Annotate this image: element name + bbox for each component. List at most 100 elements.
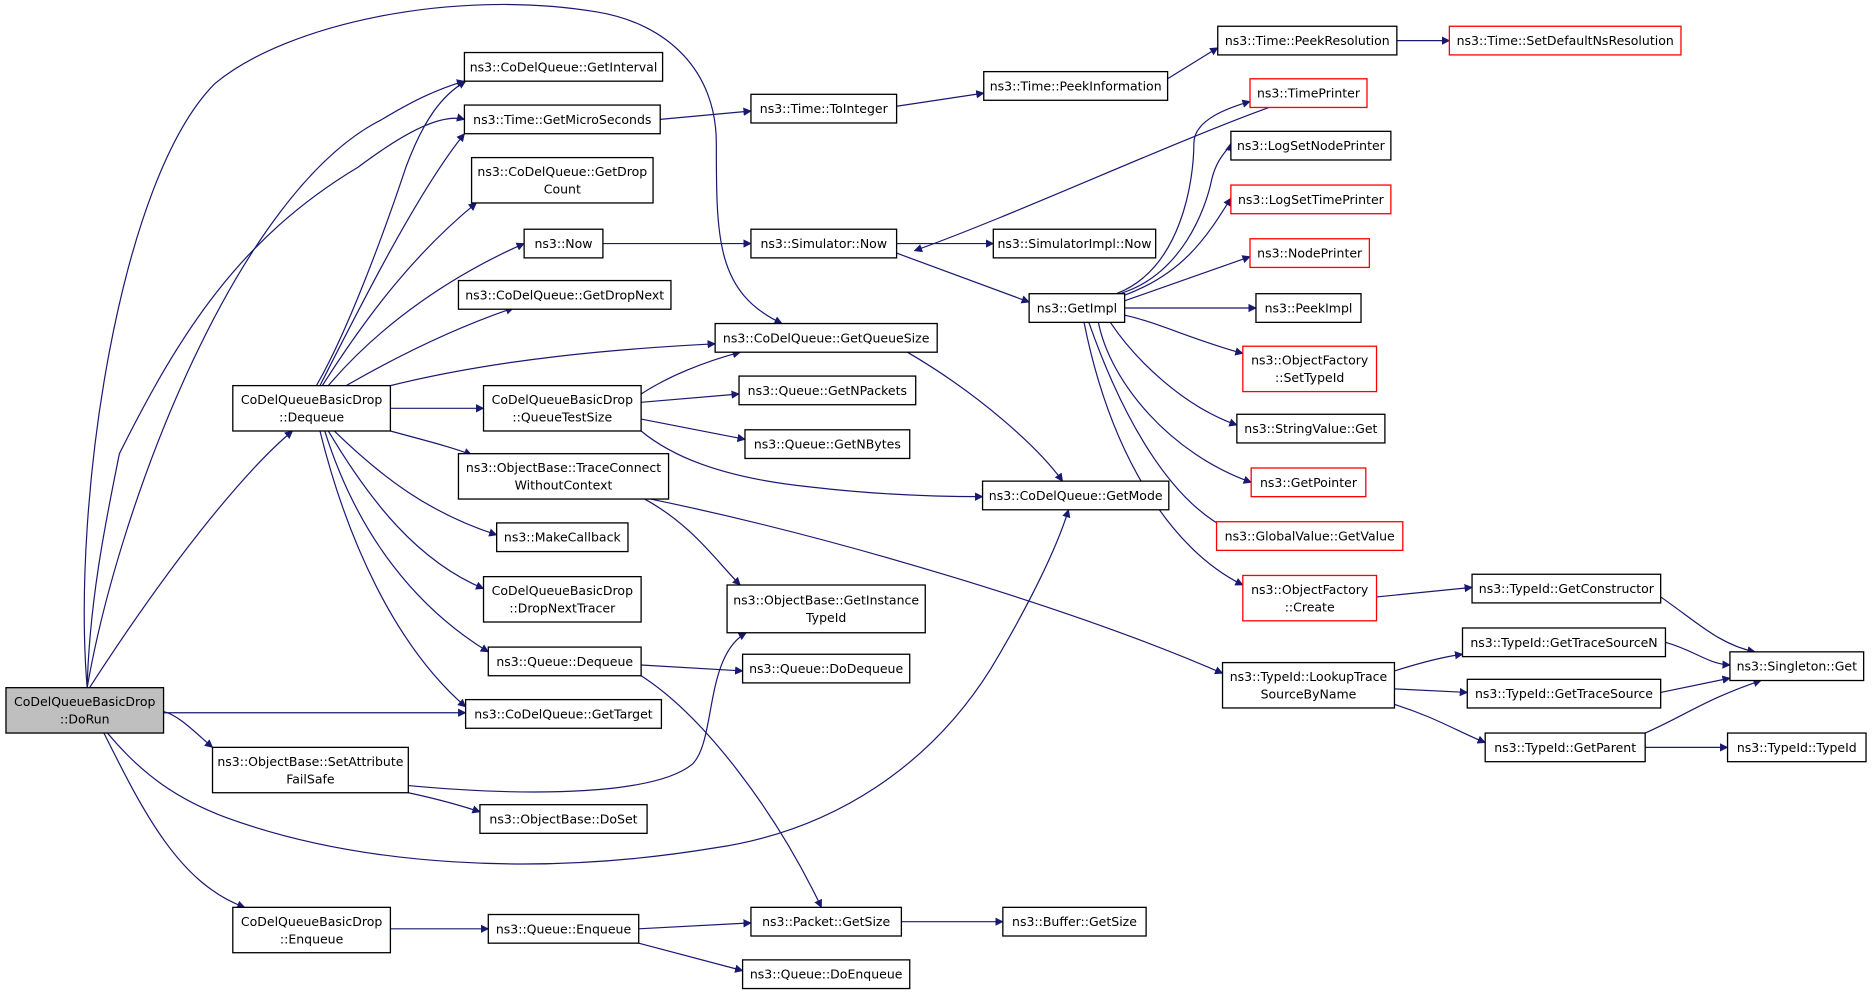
node-getnbytes[interactable]: ns3::Queue::GetNBytes xyxy=(744,429,911,460)
node-objfactcreate[interactable]: ns3::ObjectFactory::Create xyxy=(1242,574,1378,622)
node-box[interactable] xyxy=(1249,78,1368,109)
node-box[interactable] xyxy=(1002,906,1147,937)
node-box[interactable] xyxy=(1242,345,1378,393)
node-box[interactable] xyxy=(232,906,392,954)
node-gettracesourcen[interactable]: ns3::TypeId::GetTraceSourceN xyxy=(1461,627,1667,658)
node-logsetnodeprinter[interactable]: ns3::LogSetNodePrinter xyxy=(1230,130,1392,161)
node-getpointer[interactable]: ns3::GetPointer xyxy=(1250,467,1367,498)
node-box[interactable] xyxy=(482,384,642,432)
node-box[interactable] xyxy=(1471,573,1662,604)
node-logsettimeprinter[interactable]: ns3::LogSetTimePrinter xyxy=(1230,184,1392,215)
node-box[interactable] xyxy=(470,156,654,204)
node-box[interactable] xyxy=(1217,25,1398,56)
node-box[interactable] xyxy=(1230,184,1392,215)
node-box[interactable] xyxy=(992,228,1157,259)
node-box[interactable] xyxy=(487,913,640,944)
node-box[interactable] xyxy=(463,51,664,82)
node-dequeue[interactable]: CoDelQueueBasicDrop::Dequeue xyxy=(232,384,392,432)
node-getdropnext[interactable]: ns3::CoDelQueue::GetDropNext xyxy=(457,279,672,310)
node-box[interactable] xyxy=(981,480,1170,511)
node-stringvalueget[interactable]: ns3::StringValue::Get xyxy=(1236,413,1386,444)
node-box[interactable] xyxy=(741,653,911,684)
node-box[interactable] xyxy=(744,429,911,460)
node-box[interactable] xyxy=(714,322,938,353)
node-box[interactable] xyxy=(5,687,165,734)
node-getinterval[interactable]: ns3::CoDelQueue::GetInterval xyxy=(463,51,664,82)
node-dodequeue[interactable]: ns3::Queue::DoDequeue xyxy=(741,653,911,684)
node-getmicro[interactable]: ns3::Time::GetMicroSeconds xyxy=(463,104,661,135)
node-box[interactable] xyxy=(232,384,392,432)
node-doenqueue[interactable]: ns3::Queue::DoEnqueue xyxy=(741,959,911,990)
node-dorun[interactable]: CoDelQueueBasicDrop::DoRun xyxy=(5,687,165,734)
node-box[interactable] xyxy=(1249,238,1371,269)
node-box[interactable] xyxy=(750,906,903,937)
node-box[interactable] xyxy=(1448,25,1682,56)
node-now[interactable]: ns3::Now xyxy=(523,228,604,259)
node-makecallback[interactable]: ns3::MakeCallback xyxy=(496,522,629,553)
node-box[interactable] xyxy=(1484,732,1646,763)
node-globalvalueget[interactable]: ns3::GlobalValue::GetValue xyxy=(1215,521,1404,552)
node-box[interactable] xyxy=(1250,467,1367,498)
node-dropnexttracer[interactable]: CoDelQueueBasicDrop::DropNextTracer xyxy=(482,575,642,623)
node-nodeprinter[interactable]: ns3::NodePrinter xyxy=(1249,238,1371,269)
node-box[interactable] xyxy=(482,575,642,623)
node-box[interactable] xyxy=(1242,574,1378,622)
node-box[interactable] xyxy=(1215,521,1404,552)
node-peekinfo[interactable]: ns3::Time::PeekInformation xyxy=(983,70,1169,101)
node-box[interactable] xyxy=(211,746,409,794)
node-toint[interactable]: ns3::Time::ToInteger xyxy=(750,93,898,124)
node-gettracesource[interactable]: ns3::TypeId::GetTraceSource xyxy=(1466,678,1662,709)
node-box[interactable] xyxy=(487,646,642,677)
node-traceconnect[interactable]: ns3::ObjectBase::TraceConnectWithoutCont… xyxy=(457,453,670,500)
node-box[interactable] xyxy=(479,804,648,834)
node-box[interactable] xyxy=(1255,293,1362,323)
node-peekres[interactable]: ns3::Time::PeekResolution xyxy=(1217,25,1398,56)
node-singletonget[interactable]: ns3::Singleton::Get xyxy=(1729,651,1865,682)
node-doset[interactable]: ns3::ObjectBase::DoSet xyxy=(479,804,648,834)
node-simnow[interactable]: ns3::Simulator::Now xyxy=(750,228,898,259)
node-peekimpl[interactable]: ns3::PeekImpl xyxy=(1255,293,1362,323)
node-queuetestsize[interactable]: CoDelQueueBasicDrop::QueueTestSize xyxy=(482,384,642,432)
node-queueenqueue[interactable]: ns3::Queue::Enqueue xyxy=(487,913,640,944)
node-simimplnow[interactable]: ns3::SimulatorImpl::Now xyxy=(992,228,1157,259)
node-box[interactable] xyxy=(750,93,898,124)
node-box[interactable] xyxy=(1726,732,1867,763)
node-box[interactable] xyxy=(726,584,926,634)
node-getimpl[interactable]: ns3::GetImpl xyxy=(1028,293,1126,323)
node-gettarget[interactable]: ns3::CoDelQueue::GetTarget xyxy=(464,698,663,729)
node-box[interactable] xyxy=(741,959,911,990)
node-box[interactable] xyxy=(1729,651,1865,682)
node-packetgetsize[interactable]: ns3::Packet::GetSize xyxy=(750,906,903,937)
node-box[interactable] xyxy=(1461,627,1667,658)
node-box[interactable] xyxy=(463,104,661,135)
node-box[interactable] xyxy=(983,70,1169,101)
node-box[interactable] xyxy=(1466,678,1662,709)
node-buffergetsize[interactable]: ns3::Buffer::GetSize xyxy=(1002,906,1147,937)
node-objfactsettypeid[interactable]: ns3::ObjectFactory::SetTypeId xyxy=(1242,345,1378,393)
node-box[interactable] xyxy=(1221,661,1396,709)
node-box[interactable] xyxy=(496,522,629,553)
node-typeidtypeid[interactable]: ns3::TypeId::TypeId xyxy=(1726,732,1867,763)
node-enqueuebd[interactable]: CoDelQueueBasicDrop::Enqueue xyxy=(232,906,392,954)
node-getmode[interactable]: ns3::CoDelQueue::GetMode xyxy=(981,480,1170,511)
node-box[interactable] xyxy=(457,453,670,500)
node-box[interactable] xyxy=(1236,413,1386,444)
node-getnpackets[interactable]: ns3::Queue::GetNPackets xyxy=(738,375,917,406)
node-box[interactable] xyxy=(457,279,672,310)
node-queuedequeue[interactable]: ns3::Queue::Dequeue xyxy=(487,646,642,677)
node-box[interactable] xyxy=(750,228,898,259)
node-getqueuesize[interactable]: ns3::CoDelQueue::GetQueueSize xyxy=(714,322,938,353)
node-box[interactable] xyxy=(738,375,917,406)
node-box[interactable] xyxy=(1230,130,1392,161)
node-getparent[interactable]: ns3::TypeId::GetParent xyxy=(1484,732,1646,763)
node-box[interactable] xyxy=(464,698,663,729)
node-box[interactable] xyxy=(523,228,604,259)
node-setdefaultns[interactable]: ns3::Time::SetDefaultNsResolution xyxy=(1448,25,1682,56)
node-getconstructor[interactable]: ns3::TypeId::GetConstructor xyxy=(1471,573,1662,604)
node-box[interactable] xyxy=(1028,293,1126,323)
node-timeprinter[interactable]: ns3::TimePrinter xyxy=(1249,78,1368,109)
